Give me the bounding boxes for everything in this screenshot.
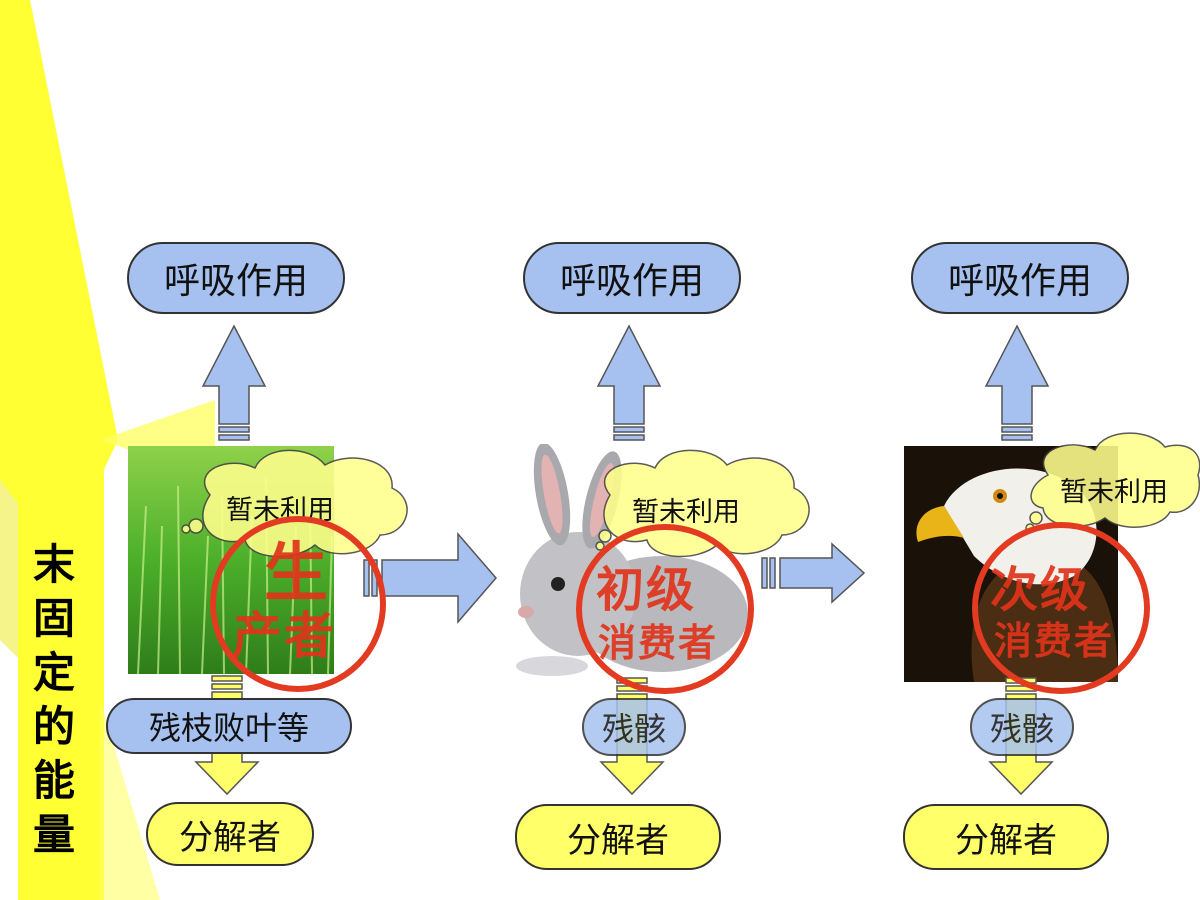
- up-arrow-3: [984, 324, 1050, 441]
- right-arrow-2: [761, 542, 866, 604]
- up-arrow-1: [201, 324, 267, 441]
- respiration-box-3: 呼吸作用: [911, 242, 1129, 314]
- unused-label-3: 暂未利用: [1060, 477, 1168, 508]
- stamp-primary-line2: 消费者: [598, 620, 719, 665]
- stamp-producer-line2: 产者: [232, 606, 336, 665]
- remains-box-1: 残枝败叶等: [106, 698, 352, 754]
- stamp-primary-line1: 初级: [596, 562, 697, 618]
- stamp-primary-consumer: [576, 524, 754, 694]
- decomposer-label-1: 分解者: [179, 817, 281, 858]
- side-yellow-beam: [0, 0, 118, 560]
- lower-yellow-beam: [100, 700, 160, 900]
- stamp-producer-line1: 生: [264, 536, 330, 611]
- respiration-box-2: 呼吸作用: [523, 242, 741, 314]
- decomposer-label-3: 分解者: [955, 820, 1057, 861]
- remains-box-3: 残骸: [970, 698, 1074, 756]
- decomposer-label-2: 分解者: [567, 820, 669, 861]
- unused-label-2: 暂未利用: [632, 497, 740, 528]
- side-label: 末固定的能量: [32, 540, 75, 859]
- remains-box-2: 残骸: [582, 698, 686, 756]
- stamp-secondary-line2: 消费者: [994, 618, 1115, 663]
- respiration-box-1: 呼吸作用: [127, 242, 345, 314]
- remains-label-2: 残骸: [601, 710, 666, 748]
- respiration-label-1: 呼吸作用: [163, 261, 308, 302]
- side-label-bar: [18, 460, 104, 900]
- respiration-label-2: 呼吸作用: [559, 261, 704, 302]
- remains-label-3: 残骸: [989, 710, 1054, 748]
- decomposer-box-1: 分解者: [146, 802, 314, 866]
- stamp-secondary-consumer: [972, 522, 1150, 694]
- respiration-label-3: 呼吸作用: [947, 261, 1092, 302]
- stamp-secondary-line1: 次级: [990, 562, 1091, 618]
- decomposer-box-3: 分解者: [903, 804, 1109, 870]
- thought-cloud-3: [1030, 432, 1200, 528]
- decomposer-box-2: 分解者: [515, 804, 721, 870]
- stamp-producer: [210, 516, 386, 692]
- up-arrow-2: [596, 324, 662, 441]
- remains-label-1: 残枝败叶等: [148, 709, 309, 747]
- upper-yellow-arrow: [100, 400, 215, 460]
